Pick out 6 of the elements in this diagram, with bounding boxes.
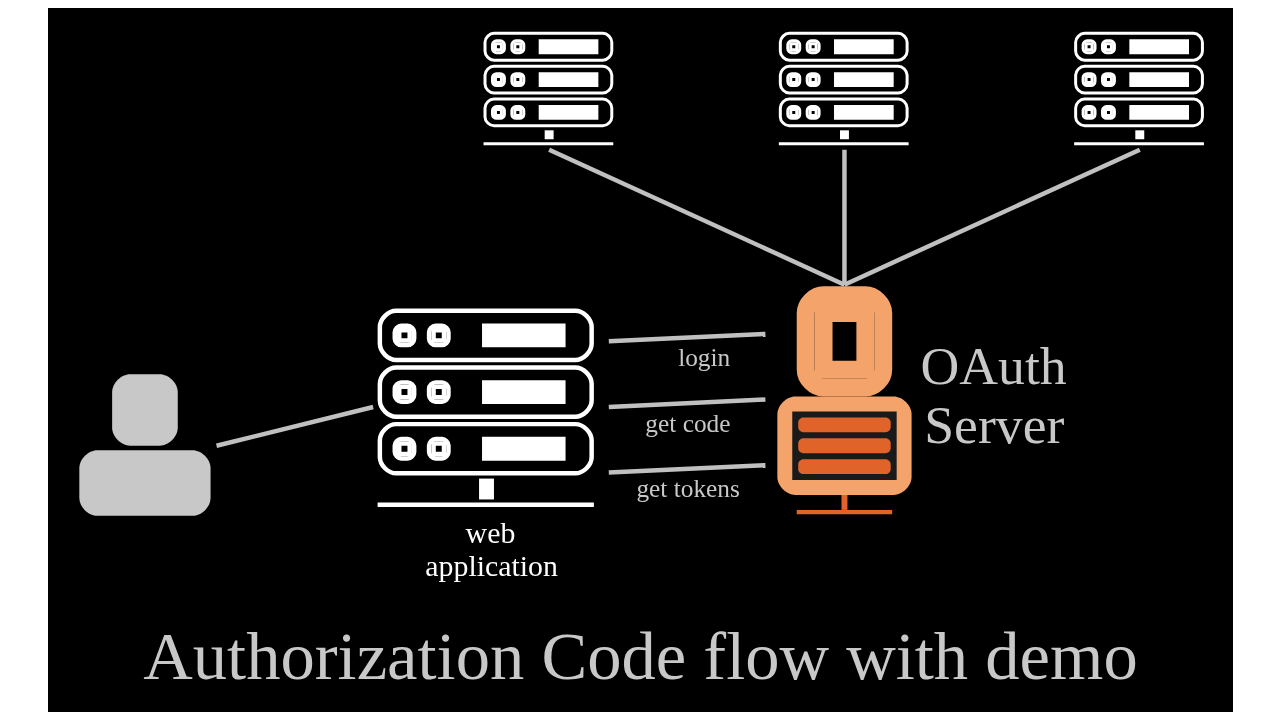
edge-label: login	[677, 343, 730, 372]
edge-label: get tokens	[635, 474, 740, 503]
node-label: OAuth Server	[920, 335, 1067, 456]
edge-label: get code	[644, 408, 730, 437]
node-label: web application	[424, 515, 558, 582]
diagram-title: Authorization Code flow with demo	[142, 617, 1138, 694]
